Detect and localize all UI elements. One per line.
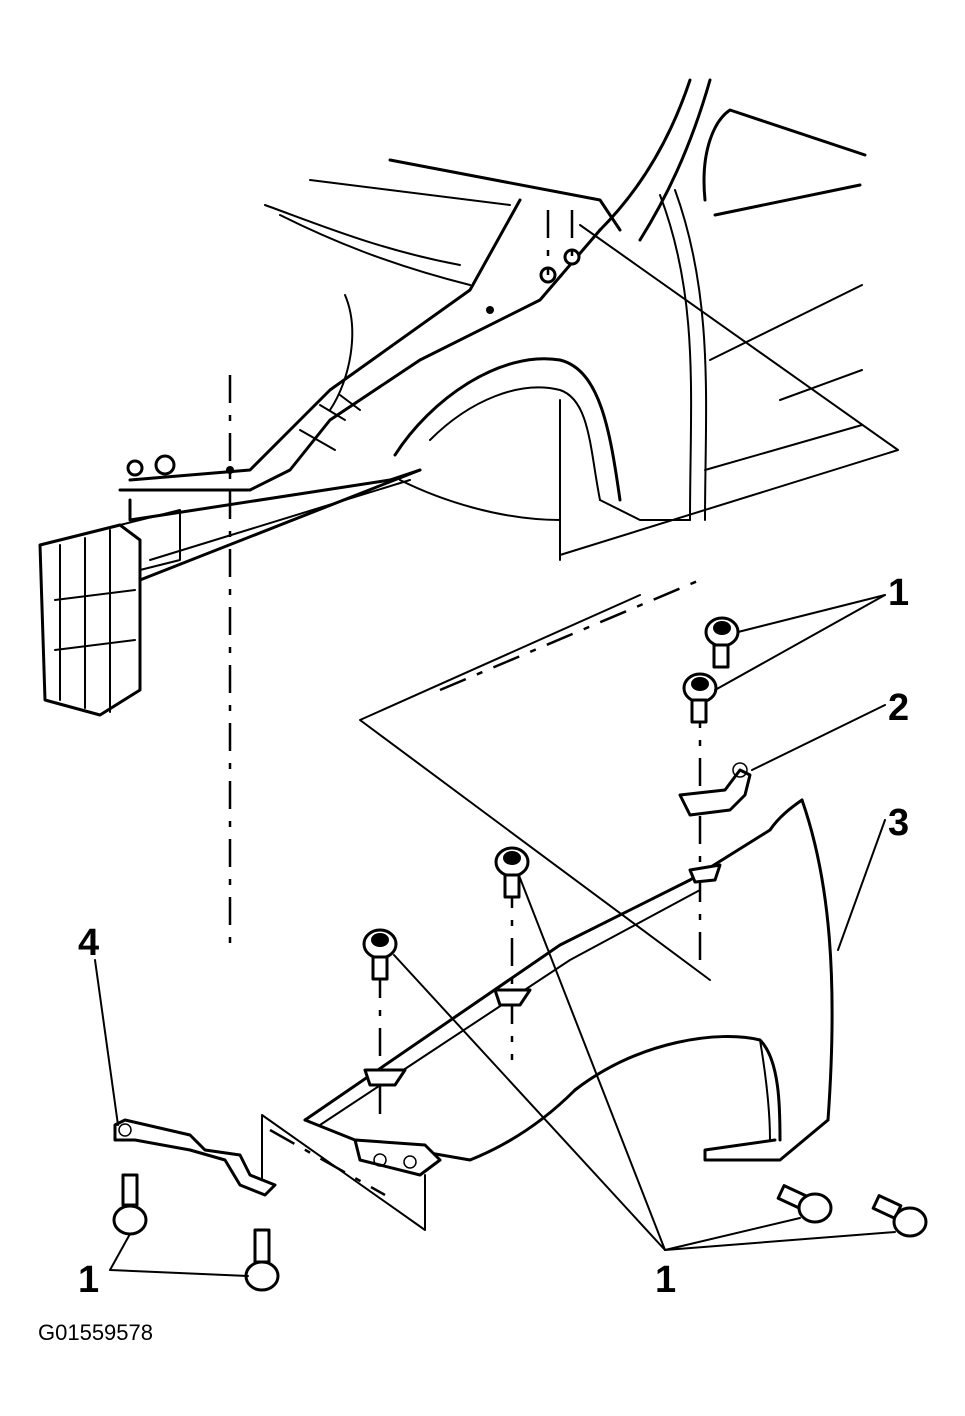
bolt-icon xyxy=(682,672,718,724)
bolt-icon xyxy=(112,1173,148,1236)
bolt-icon xyxy=(244,1228,280,1292)
bolt-icon xyxy=(362,928,398,981)
bolt-icon xyxy=(871,1194,928,1238)
callout-1-bottom-right: 1 xyxy=(655,1259,676,1301)
callout-4: 4 xyxy=(78,922,99,964)
callout-1-top: 1 xyxy=(888,572,909,614)
bolt-icon xyxy=(494,846,530,899)
callout-2: 2 xyxy=(888,687,909,729)
vehicle-body-structure xyxy=(38,78,899,717)
bolts xyxy=(112,616,928,1292)
fender-assembly xyxy=(261,594,834,1231)
bolt-icon xyxy=(704,616,740,669)
bracket-2 xyxy=(678,762,752,817)
leader-lines xyxy=(94,594,896,1277)
callout-3: 3 xyxy=(888,802,909,844)
bolt-icon xyxy=(776,1184,833,1224)
alignment-lines xyxy=(228,210,702,1197)
brace-4 xyxy=(113,1118,277,1197)
figure-id: G01559578 xyxy=(38,1320,153,1345)
callout-1-bottom-left: 1 xyxy=(78,1259,99,1301)
